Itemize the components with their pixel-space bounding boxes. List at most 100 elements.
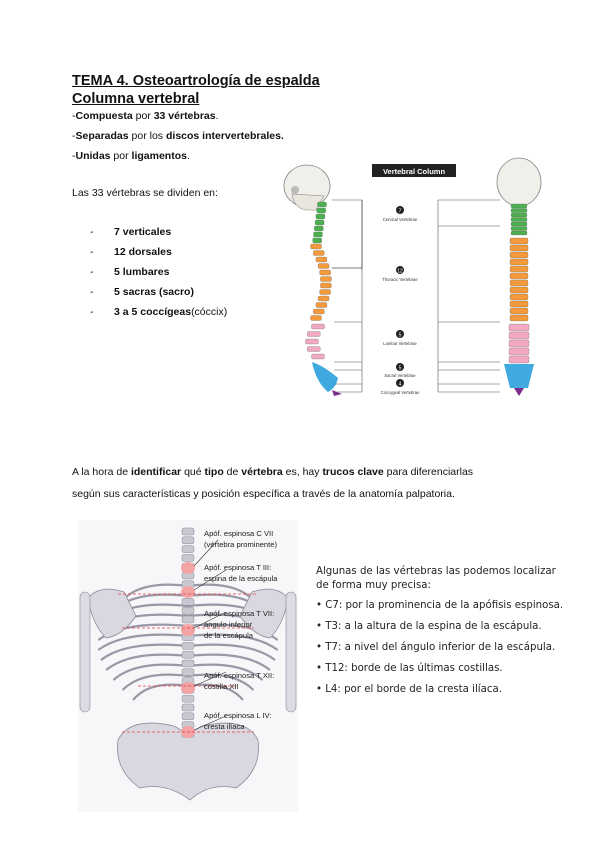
side-vertebra [310,315,322,321]
caption-intro: Algunas de las vértebras las podemos loc… [316,566,556,591]
intro-list: -Compuesta por 33 vértebras. -Separadas … [72,109,284,169]
left-scapula [87,588,137,639]
side-vertebra [311,323,325,330]
region-num-sacral: 5 [399,366,402,372]
caption-item: • L4: por el borde de la cresta ilíaca. [316,684,502,695]
side-vertebra [313,250,325,256]
caption-item: • T7: a nivel del ángulo inferior de la … [316,642,556,653]
region-num-cervical: 7 [399,209,402,215]
region-num-coccygeal: 4 [399,382,402,388]
label-t3: Apóf. espinosa T III:espina de la escápu… [204,563,278,583]
list-item: -7 verticales [90,226,172,238]
intro-line-2: -Separadas por los discos intervertebral… [72,130,284,142]
region-badge-cervical [396,206,404,214]
side-vertebra [311,353,325,360]
highlight-c7 [181,562,195,574]
guide-lines [118,593,258,733]
side-vertebra [313,308,325,315]
region-label-thoracic: Thoracic Vertebrae [382,277,418,282]
spine-vertebra [181,615,195,624]
side-vertebra [305,338,319,345]
side-vertebra [317,295,330,302]
region-num-thoracic: 12 [397,269,403,275]
back-vertebra [509,300,529,308]
side-vertebra [314,225,324,232]
back-vertebra [509,258,529,266]
subtitle-line: Columna vertebral [72,91,200,107]
division-text: Las 33 vértebras se dividen en: [72,187,218,199]
rib [187,653,271,671]
right-arm [285,591,297,713]
rib [105,653,189,671]
leader-lines [193,539,227,731]
side-vertebra [313,231,323,238]
vertebra-count-list: -7 verticales -12 dorsales -5 lumbares -… [90,226,227,326]
paragraph-line-2: según sus características y posición esp… [72,488,455,500]
label-l4: Apóf. espinosa L IV:cresta ilíaca [204,711,272,731]
back-vertebra [508,323,530,332]
back-vertebra [509,265,529,273]
rib [187,673,255,691]
rib [187,663,264,681]
spine-vertebra [181,642,195,650]
spine-vertebra [181,668,195,677]
rib [112,663,189,681]
side-sacrum [312,362,338,392]
vertebral-column-illustration: Vertebral Column [283,157,542,396]
back-vertebra [510,221,528,227]
side-coccyx [332,390,342,396]
spine-vertebra [181,536,195,545]
spine-vertebra [181,598,195,606]
list-item: -3 a 5 coccígeas (cóccix) [90,306,228,318]
page-title: TEMA 4. Osteoartrología de espalda Colum… [72,72,320,108]
side-vertebra [319,269,331,276]
spine-vertebra [181,554,195,562]
list-item: -12 dorsales [90,246,172,258]
highlight-t7 [181,624,195,636]
region-frames [332,199,500,393]
back-vertebra [510,217,528,222]
side-vertebra [307,346,321,352]
region-label-sacral: Sacral Vertebrae [384,373,416,378]
back-skull [496,157,542,207]
side-vertebra [314,219,325,226]
side-vertebra [316,207,326,214]
spine-vertebra [181,712,195,721]
side-skull [283,164,331,211]
intro-line-3: -Unidas por ligamentos. [72,150,190,162]
back-vertebra [509,293,529,301]
back-vertebra [508,347,530,356]
side-spine [305,201,342,396]
back-vertebra [509,272,529,280]
spine-vertebra [181,703,195,712]
side-vertebra [320,276,332,282]
back-vertebra [510,226,528,231]
region-label-coccygeal: Coccygeal Vertebrae [381,390,421,395]
region-label-lumbar: Lumbar Vertebrae [383,341,417,346]
back-vertebra [510,203,528,209]
rib [187,643,276,661]
back-sacrum [504,364,534,388]
side-vertebra [307,331,321,337]
rib [97,633,189,651]
side-vertebra [312,237,322,244]
region-badge-sacral [396,363,404,371]
side-vertebra [319,289,331,295]
landmark-caption: Algunas de las vértebras las podemos loc… [316,565,566,704]
region-badge-thoracic [396,266,404,274]
intro-line-1: -Compuesta por 33 vértebras. [72,110,219,122]
spine-vertebra [181,527,195,536]
rib [187,633,279,651]
rib [100,643,189,661]
back-skeleton-illustration [78,520,298,812]
left-arm [79,591,91,713]
caption-item: • T3: a la altura de la espina de la esc… [316,621,542,632]
list-item: -5 lumbares [90,266,170,278]
region-label-cervical: Cervical Vertebrae [383,217,418,222]
back-vertebra [510,230,528,236]
back-vertebra [509,314,529,322]
back-spine [504,203,534,396]
back-vertebra [509,244,529,252]
back-vertebra [509,251,529,259]
